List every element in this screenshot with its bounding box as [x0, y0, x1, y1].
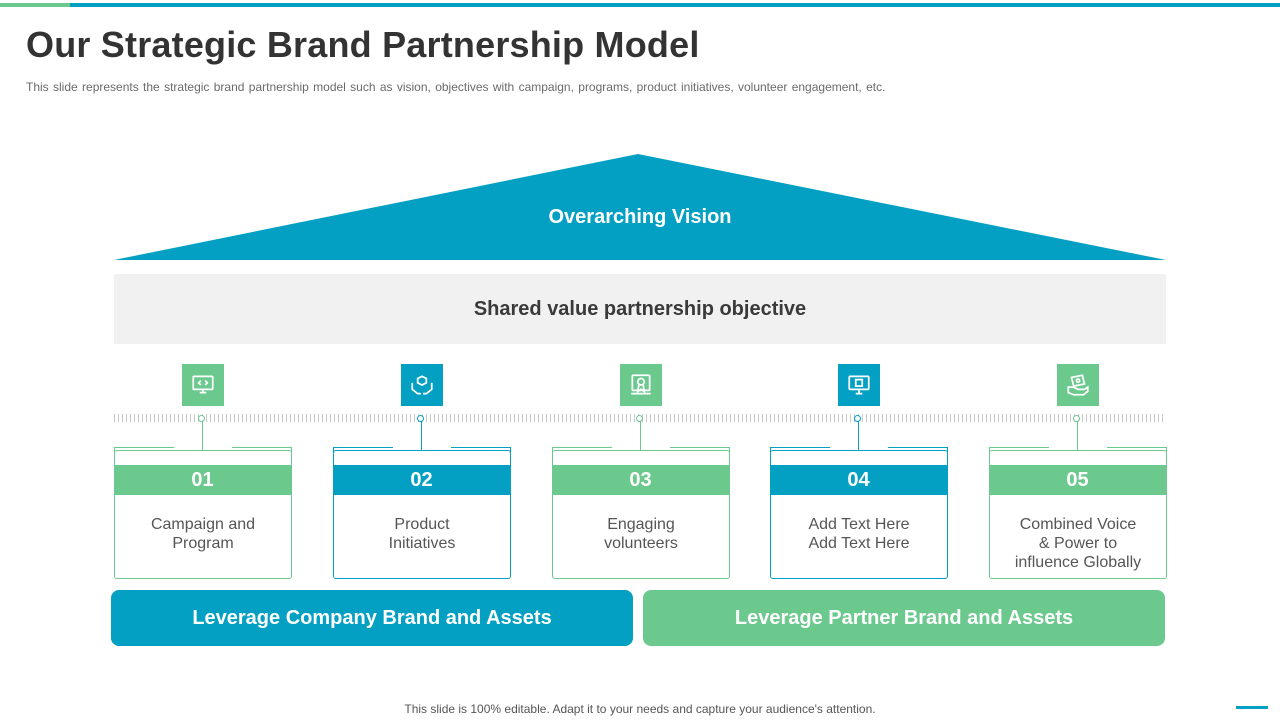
pillar-text: Product Initiatives — [388, 516, 456, 552]
leverage-company-label: Leverage Company Brand and Assets — [192, 606, 552, 629]
leverage-company-brand-bar: Leverage Company Brand and Assets — [111, 590, 633, 646]
pillar-text: Campaign and Program — [150, 516, 256, 552]
certificate-icon — [620, 364, 662, 406]
pillar-04: 04 Add Text Here Add Text Here — [769, 364, 948, 580]
pillar-card: 05 Combined Voice & Power to influence G… — [988, 450, 1167, 579]
pillar-03: 03 Engaging volunteers — [551, 364, 730, 580]
pillar-card: 04 Add Text Here Add Text Here — [769, 450, 948, 579]
pillar-card: 01 Campaign and Program — [113, 450, 292, 579]
pillar-number: 03 — [551, 465, 730, 495]
pillar-02: 02 Product Initiatives — [332, 364, 511, 580]
leverage-partner-brand-bar: Leverage Partner Brand and Assets — [643, 590, 1165, 646]
computer-screen-icon — [838, 364, 880, 406]
pillar-01: 01 Campaign and Program — [113, 364, 292, 580]
pillar-card: 03 Engaging volunteers — [551, 450, 730, 579]
pillar-number: 01 — [113, 465, 292, 495]
footer-note: This slide is 100% editable. Adapt it to… — [404, 702, 876, 716]
slide-subtitle: This slide represents the strategic bran… — [26, 80, 886, 94]
overarching-vision-label: Overarching Vision — [548, 206, 732, 228]
pillar-text: Engaging volunteers — [604, 516, 678, 552]
monitor-code-icon — [182, 364, 224, 406]
pillar-number: 02 — [332, 465, 511, 495]
pillar-card: 02 Product Initiatives — [332, 450, 511, 579]
pillar-05: 05 Combined Voice & Power to influence G… — [988, 364, 1167, 580]
shared-objective-label: Shared value partnership objective — [473, 297, 807, 320]
slide-title: Our Strategic Brand Partnership Model — [26, 24, 700, 65]
top-accent-highlight — [0, 3, 70, 7]
pillar-text: Combined Voice & Power to influence Glob… — [1014, 516, 1142, 571]
pillar-number: 05 — [988, 465, 1167, 495]
hands-box-icon — [401, 364, 443, 406]
pillar-number: 04 — [769, 465, 948, 495]
pillar-text: Add Text Here Add Text Here — [808, 516, 910, 552]
money-hand-icon — [1057, 364, 1099, 406]
shared-objective-band: Shared value partnership objective — [114, 274, 1166, 344]
roof-triangle — [114, 154, 1166, 260]
corner-accent-line — [1236, 706, 1268, 709]
leverage-partner-label: Leverage Partner Brand and Assets — [734, 606, 1074, 629]
top-accent-bar — [0, 3, 1280, 7]
